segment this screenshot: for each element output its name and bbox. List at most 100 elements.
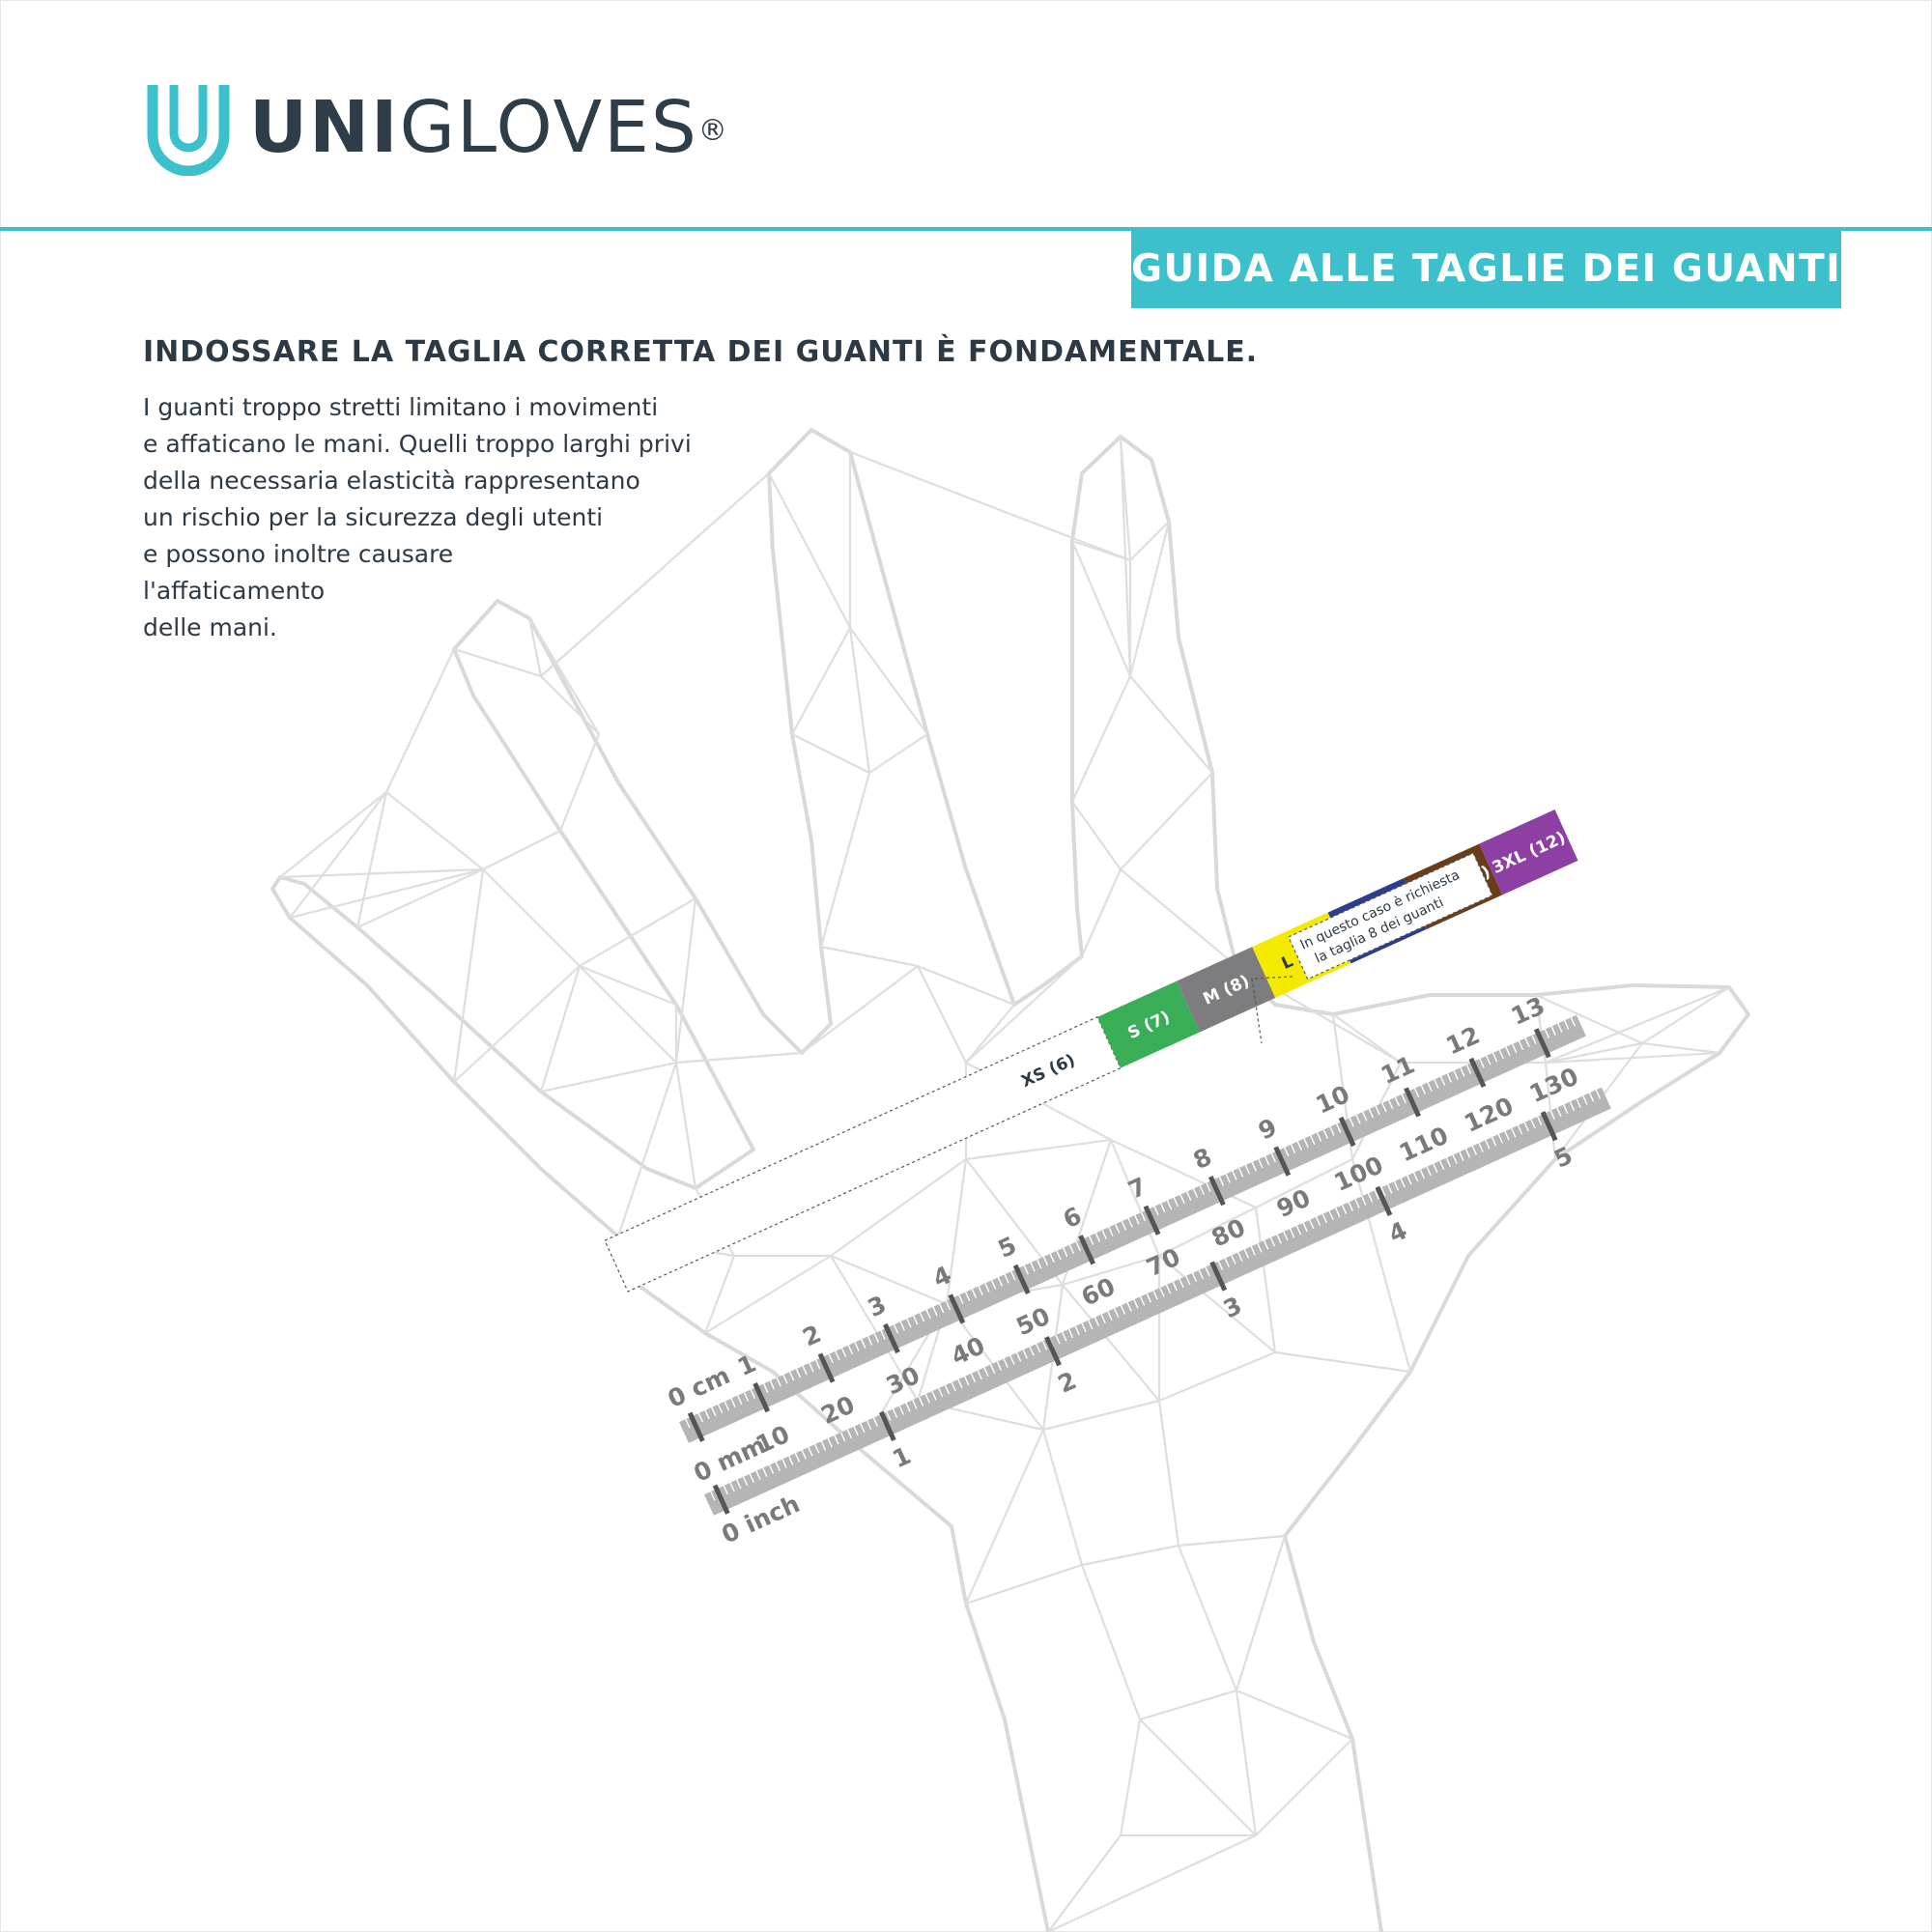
mm-minor-tick — [944, 1384, 951, 1395]
mm-minor-tick — [1015, 1352, 1022, 1362]
cm-minor-tick — [1258, 1158, 1264, 1169]
cm-minor-tick — [1284, 1147, 1290, 1157]
mm-minor-tick — [1348, 1202, 1353, 1211]
mm-minor-tick — [801, 1449, 807, 1460]
mesh-line — [868, 733, 928, 774]
intro-line: delle mani. — [143, 613, 277, 641]
mm-minor-tick — [1361, 1196, 1367, 1206]
cm-minor-tick — [840, 1348, 847, 1358]
cm-minor-tick — [1420, 1085, 1427, 1094]
mm-minor-tick — [1067, 1328, 1074, 1339]
title-banner: GUIDA ALLE TAGLIE DEI GUANTI — [1131, 231, 1841, 308]
mm-minor-tick — [827, 1437, 833, 1448]
mm-label: 20 — [816, 1390, 859, 1430]
cm-minor-tick — [1056, 1250, 1062, 1261]
cm-minor-tick — [1303, 1138, 1309, 1148]
cm-minor-tick — [1004, 1273, 1009, 1284]
cm-minor-tick — [1173, 1197, 1179, 1208]
mm-minor-tick — [1517, 1124, 1523, 1135]
mesh-line — [1139, 1689, 1237, 1721]
cm-minor-tick — [978, 1286, 983, 1295]
cm-minor-tick — [835, 1350, 840, 1361]
cm-minor-tick — [1114, 1223, 1121, 1234]
mm-minor-tick — [1250, 1245, 1256, 1256]
cm-minor-tick — [730, 1398, 736, 1408]
mesh-line — [1545, 985, 1730, 1065]
cm-minor-tick — [964, 1292, 971, 1301]
cm-minor-tick — [1362, 1111, 1368, 1122]
mesh-line — [674, 897, 697, 1064]
mesh-line — [1129, 675, 1213, 774]
mm-minor-tick — [1523, 1122, 1529, 1132]
cm-minor-tick — [1160, 1203, 1166, 1213]
cm-minor-tick — [828, 1353, 834, 1364]
size-segment — [1097, 980, 1200, 1068]
mm-minor-tick — [1094, 1317, 1100, 1327]
cm-minor-tick — [1166, 1200, 1173, 1210]
mm-minor-tick — [1556, 1107, 1562, 1118]
mm-minor-tick — [912, 1399, 918, 1409]
mesh-line — [917, 964, 1015, 1007]
mesh-line — [616, 1062, 678, 1237]
cm-label: 7 — [1123, 1172, 1151, 1205]
mesh-line — [1120, 772, 1213, 870]
mm-minor-tick — [1237, 1252, 1243, 1262]
brand-name-light: GLOVES — [399, 86, 698, 169]
mm-minor-tick — [1433, 1163, 1438, 1174]
cm-tick — [1012, 1264, 1031, 1294]
mesh-line — [356, 868, 484, 928]
mm-minor-tick — [1120, 1305, 1126, 1315]
mm-minor-tick — [1036, 1343, 1041, 1353]
cm-minor-tick — [1121, 1220, 1127, 1231]
mm-minor-tick — [905, 1403, 911, 1412]
mesh-line — [1081, 1544, 1179, 1567]
mm-minor-tick — [1426, 1166, 1432, 1177]
mm-label: 70 — [1142, 1242, 1184, 1282]
mesh-line — [385, 648, 455, 793]
cm-minor-tick — [802, 1365, 808, 1376]
mm-minor-tick — [1029, 1346, 1035, 1356]
mesh-line — [289, 867, 484, 920]
cm-tick — [817, 1352, 836, 1383]
mm-minor-tick — [1295, 1225, 1302, 1236]
mesh-line — [1071, 539, 1131, 562]
hand-mesh-lines — [279, 436, 1730, 1932]
mm-minor-tick — [1464, 1149, 1471, 1158]
mm-minor-tick — [1530, 1119, 1536, 1129]
mm-minor-tick — [853, 1426, 859, 1436]
unigloves-logo-icon — [147, 85, 230, 176]
size-segment — [604, 1016, 1122, 1293]
inch-label: 2 — [1054, 1366, 1081, 1399]
cm-minor-tick — [1434, 1079, 1439, 1089]
mesh-line — [1332, 1013, 1402, 1064]
cm-minor-tick — [1329, 1126, 1335, 1136]
cm-minor-tick — [913, 1315, 919, 1325]
mesh-line — [527, 617, 543, 677]
cm-minor-tick — [861, 1339, 867, 1349]
headline: INDOSSARE LA TAGLIA CORRETTA DEI GUANTI … — [143, 335, 1259, 369]
mesh-line — [1047, 1834, 1257, 1932]
mm-minor-tick — [1478, 1143, 1484, 1152]
mesh-line — [703, 1255, 736, 1334]
cm-minor-tick — [1199, 1185, 1205, 1195]
mesh-line — [791, 627, 851, 735]
mm-minor-tick — [1445, 1157, 1452, 1167]
mm-minor-tick — [1100, 1314, 1106, 1323]
cm-minor-tick — [1316, 1132, 1322, 1142]
mesh-line — [1255, 1738, 1353, 1836]
cm-minor-tick — [1140, 1211, 1147, 1222]
mesh-line — [279, 791, 387, 878]
mesh-line — [1070, 540, 1132, 677]
cm-minor-tick — [795, 1368, 802, 1378]
callout-leader — [1251, 976, 1293, 1044]
mesh-line — [848, 627, 871, 774]
cm-minor-tick — [990, 1280, 997, 1290]
mesh-line — [579, 965, 677, 1064]
mesh-line — [1641, 1041, 1720, 1055]
cm-minor-tick — [737, 1395, 743, 1405]
mm-minor-tick — [820, 1440, 827, 1451]
mesh-line — [528, 617, 600, 735]
cm-minor-tick — [1557, 1023, 1563, 1033]
mm-label: 50 — [1012, 1302, 1055, 1342]
cm-minor-tick — [899, 1321, 905, 1331]
